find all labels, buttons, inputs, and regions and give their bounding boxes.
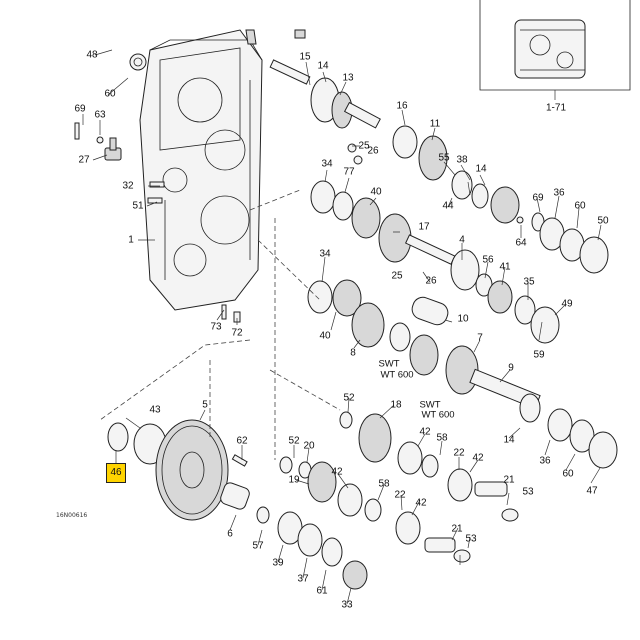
callout-40: 40	[370, 186, 382, 198]
callout-53: 53	[522, 486, 534, 498]
callout-62: 62	[236, 435, 248, 447]
inset-detail-box	[479, 0, 631, 100]
callout-44: 44	[442, 200, 454, 212]
callout-22: 22	[453, 447, 465, 459]
callout-6: 6	[227, 528, 233, 540]
highlighted-part-46[interactable]: 46	[106, 463, 126, 483]
callout-10: 10	[457, 313, 469, 325]
transmission-housing	[74, 29, 306, 323]
callout-51: 51	[132, 200, 144, 212]
callout-60: 60	[104, 88, 116, 100]
callout-25: 25	[358, 140, 370, 152]
callout-34b: 34	[319, 248, 331, 260]
callout-19: 19	[288, 474, 300, 486]
callout-55: 55	[438, 152, 450, 164]
callout-42: 42	[419, 426, 431, 438]
callout-14c: 14	[503, 434, 515, 446]
callout-50: 50	[597, 215, 609, 227]
callout-35: 35	[523, 276, 535, 288]
variant-label-swt: SWT	[378, 358, 400, 370]
callout-60b: 60	[574, 200, 586, 212]
callout-56: 56	[482, 254, 494, 266]
callout-59: 59	[533, 349, 545, 361]
callout-64: 64	[515, 237, 527, 249]
callout-26b: 26	[425, 275, 437, 287]
variant-label-wt600: WT 600	[380, 369, 414, 381]
callout-43: 43	[149, 404, 161, 416]
callout-63: 63	[94, 109, 106, 121]
callout-15: 15	[299, 51, 311, 63]
callout-leader-lines	[82, 49, 602, 605]
callout-33: 33	[341, 599, 353, 611]
callout-32: 32	[122, 180, 134, 192]
callout-26: 26	[367, 145, 379, 157]
callout-48: 48	[86, 49, 98, 61]
callout-11: 11	[429, 118, 441, 130]
variant-label-swt-2: SWT	[419, 399, 441, 411]
callout-8: 8	[350, 347, 356, 359]
callout-27: 27	[78, 154, 90, 166]
large-drive-gear	[107, 419, 368, 590]
variant-label-wt600-2: WT 600	[421, 409, 455, 421]
callout-69b: 69	[532, 192, 544, 204]
callout-22b: 22	[394, 489, 406, 501]
callout-40b: 40	[319, 330, 331, 342]
callout-13: 13	[342, 72, 354, 84]
callout-73: 73	[210, 321, 222, 333]
callout-7: 7	[477, 332, 483, 344]
callout-52: 52	[343, 392, 355, 404]
input-shaft-assembly	[269, 59, 448, 181]
callout-16: 16	[396, 100, 408, 112]
lower-gear-assembly	[279, 411, 519, 563]
callout-21: 21	[503, 474, 515, 486]
callout-38: 38	[456, 154, 468, 166]
inset-label: 1-71	[545, 102, 567, 114]
callout-47: 47	[586, 485, 598, 497]
callout-5: 5	[202, 399, 208, 411]
callout-37: 37	[297, 573, 309, 585]
callout-77: 77	[343, 166, 355, 178]
callout-49: 49	[561, 298, 573, 310]
callout-69: 69	[74, 103, 86, 115]
callout-21b: 21	[451, 523, 463, 535]
callout-41: 41	[499, 261, 511, 273]
callout-18: 18	[390, 399, 402, 411]
upper-right-bearings	[310, 170, 609, 274]
callout-52b: 52	[288, 435, 300, 447]
callout-20: 20	[303, 440, 315, 452]
output-shaft-assembly	[445, 345, 618, 469]
callout-58: 58	[436, 432, 448, 444]
callout-61: 61	[316, 585, 328, 597]
callout-39: 39	[272, 557, 284, 569]
callout-14: 14	[317, 60, 329, 72]
assembly-guide-lines	[99, 189, 341, 460]
callout-1: 1	[128, 234, 134, 246]
callout-60c: 60	[562, 468, 574, 480]
callout-36b: 36	[539, 455, 551, 467]
callout-14b: 14	[475, 163, 487, 175]
callout-42c: 42	[331, 466, 343, 478]
countershaft-assembly	[307, 249, 560, 376]
callout-9: 9	[508, 362, 514, 374]
callout-53b: 53	[465, 533, 477, 545]
callout-25b: 25	[391, 270, 403, 282]
drawing-code: 16N00616	[56, 512, 88, 519]
callout-4: 4	[459, 234, 465, 246]
callout-42b: 42	[472, 452, 484, 464]
callout-36: 36	[553, 187, 565, 199]
callout-17: 17	[418, 221, 430, 233]
callout-58b: 58	[378, 478, 390, 490]
callout-42d: 42	[415, 497, 427, 509]
callout-57: 57	[252, 540, 264, 552]
callout-72: 72	[231, 327, 243, 339]
callout-34: 34	[321, 158, 333, 170]
